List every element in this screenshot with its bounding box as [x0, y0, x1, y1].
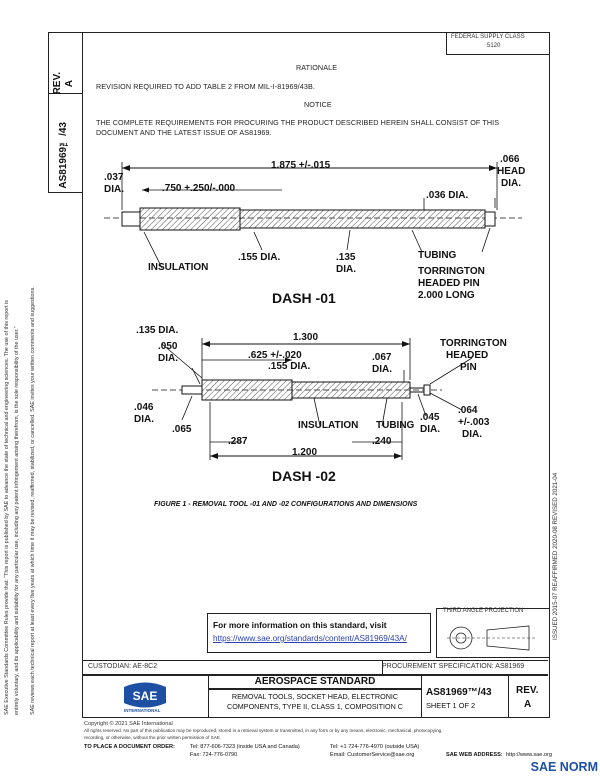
dash01-overall-length: 1.875 +/-.015: [271, 160, 331, 171]
dash01-dim-155: .155 DIA.: [238, 252, 281, 263]
dash02-title: DASH -02: [272, 468, 336, 484]
logo-cell: SAE INTERNATIONAL: [82, 674, 209, 717]
web-url[interactable]: http://www.sae.org: [506, 752, 553, 758]
dash02-dim-287: .287: [228, 436, 248, 447]
sae-logo-sub: INTERNATIONAL: [124, 708, 161, 713]
dash02-dim-067: .067: [372, 352, 392, 363]
projection-box: THIRD ANGLE PROJECTION: [436, 608, 549, 658]
rev-label-bottom: REV.: [516, 685, 539, 696]
dash02-dim-065: .065: [172, 424, 192, 435]
dash01-dim-036: .036 DIA.: [426, 190, 469, 201]
rationale-title: RATIONALE: [296, 63, 338, 72]
dash02-dim-045-dia: DIA.: [420, 424, 440, 435]
procurement-cell: PROCUREMENT SPECIFICATION: AS81969: [382, 660, 548, 676]
figure-caption: FIGURE 1 - REMOVAL TOOL -01 AND -02 CONF…: [154, 501, 418, 508]
dash02-dim-625: .625 +/-.020: [248, 350, 302, 361]
web-label: SAE WEB ADDRESS:: [446, 752, 503, 758]
dash02-dim-050-dia: DIA.: [158, 353, 178, 364]
custodian-text: CUSTODIAN: AE-8C2: [88, 663, 158, 670]
info-box-text: For more information on this standard, v…: [213, 620, 387, 630]
sae-norm-watermark: SAE NORM: [530, 760, 598, 774]
rationale-text: REVISION REQUIRED TO ADD TABLE 2 FROM MI…: [96, 82, 315, 91]
projection-label: THIRD ANGLE PROJECTION: [443, 608, 524, 614]
email[interactable]: Email: CustomerService@sae.org: [330, 752, 415, 758]
dash01-dim-037-dia: DIA.: [104, 184, 124, 195]
dash02-dim-045: .045: [420, 412, 440, 423]
dash01-dim-066-dia: DIA.: [501, 178, 521, 189]
rev-value: A: [64, 80, 75, 88]
sheet-number: SHEET 1 OF 2: [426, 701, 476, 710]
dash01-dim-135: .135: [336, 252, 356, 263]
dash02-dim-064-tol: +/-.003: [458, 417, 490, 428]
dash02-dim-135: .135 DIA.: [136, 325, 179, 336]
copyright: Copyright © 2021 SAE International: [84, 721, 173, 727]
dash01-title: DASH -01: [272, 290, 336, 306]
dash01-dim-750: .750 +.250/-.000: [162, 183, 236, 194]
notice-line-2: DOCUMENT AND THE LATEST ISSUE OF AS81969…: [96, 128, 272, 137]
description-line-2: COMPONENTS, TYPE II, CLASS 1, COMPOSITIO…: [227, 702, 403, 711]
dash02-pin-line2: HEADED: [446, 350, 489, 361]
doc-id-cell: AS81969™/43 SHEET 1 OF 2: [420, 674, 509, 717]
dash02-dim-067-dia: DIA.: [372, 364, 392, 375]
rev-value-bottom: A: [524, 699, 532, 710]
dash02-pin-line1: TORRINGTON: [440, 338, 507, 349]
dash02-dim-1200: 1.200: [292, 447, 318, 458]
dash-02-drawing: [152, 338, 473, 460]
rev-cell: REV. A: [508, 674, 548, 717]
dash01-dim-066-head: HEAD: [497, 166, 526, 177]
sae-logo-text: SAE: [133, 689, 158, 703]
dash02-pin-line3: PIN: [460, 362, 477, 373]
supply-class-box: FEDERAL SUPPLY CLASS 5120: [446, 32, 549, 55]
info-box: For more information on this standard, v…: [207, 613, 431, 653]
dash02-insulation-label: INSULATION: [298, 420, 359, 431]
dash01-dim-037: .037: [104, 172, 124, 183]
dash02-tubing-label: TUBING: [376, 420, 415, 431]
dash-01-drawing: [104, 162, 522, 269]
sae-rules-text-1: SAE Executive Standards Committee Rules …: [4, 300, 10, 715]
dash01-pin-line3: 2.000 LONG: [418, 290, 475, 301]
doc-id: AS81969™/43: [426, 687, 492, 698]
left-margin-column: REV. A AS81969™/43: [48, 32, 83, 716]
procurement-text: PROCUREMENT SPECIFICATION: AS81969: [382, 663, 525, 670]
dash02-dim-046-dia: DIA.: [134, 414, 154, 425]
dash01-dim-135-dia: DIA.: [336, 264, 356, 275]
dash01-pin-line2: HEADED PIN: [418, 278, 480, 289]
phone-us: Tel: 877-606-7323 (inside USA and Canada…: [190, 744, 300, 750]
phone-intl: Tel: +1 724-776-4970 (outside USA): [330, 744, 420, 750]
dash01-pin-line1: TORRINGTON: [418, 266, 485, 277]
fax-number: Fax: 724-776-0790: [190, 752, 238, 758]
standard-title-cell: AEROSPACE STANDARD: [208, 674, 422, 690]
doc-id-vertical: AS81969™/43: [58, 122, 69, 189]
dash01-tubing-label: TUBING: [418, 250, 457, 261]
supply-class-value: 5120: [487, 43, 501, 49]
description-cell: REMOVAL TOOLS, SOCKET HEAD, ELECTRONIC C…: [208, 688, 422, 717]
standard-title: AEROSPACE STANDARD: [254, 676, 376, 687]
dash01-dim-066: .066: [500, 154, 520, 165]
projection-symbol-icon: [447, 625, 535, 651]
dash02-dim-155: .155 DIA.: [268, 361, 311, 372]
sae-logo-icon: SAE: [124, 682, 166, 708]
rights-line-1: All rights reserved. No part of this pub…: [84, 728, 443, 733]
dash02-dim-050: .050: [158, 341, 178, 352]
sae-review-text: SAE reviews each technical report at lea…: [30, 286, 36, 715]
issue-dates: ISSUED 2015-07 REAFFIRMED 2020-08 REVISE…: [552, 472, 559, 640]
supply-class-label: FEDERAL SUPPLY CLASS: [451, 34, 525, 40]
description-line-1: REMOVAL TOOLS, SOCKET HEAD, ELECTRONIC: [231, 692, 399, 701]
dash01-insulation-label: INSULATION: [148, 262, 209, 273]
drawing-frame: [82, 32, 550, 718]
notice-line-1: THE COMPLETE REQUIREMENTS FOR PROCURING …: [96, 118, 500, 127]
custodian-cell: CUSTODIAN: AE-8C2: [82, 660, 383, 676]
notice-title: NOTICE: [304, 100, 332, 109]
rights-line-2: recording, or otherwise, without the pri…: [84, 735, 222, 740]
dash02-dim-064: .064: [458, 405, 478, 416]
sae-rules-text-2: entirely voluntary, and its applicabilit…: [14, 326, 20, 715]
order-label: TO PLACE A DOCUMENT ORDER:: [84, 744, 175, 750]
dash02-dim-1300: 1.300: [293, 332, 319, 343]
dash02-dim-064-dia: DIA.: [462, 429, 482, 440]
dash02-dim-240: .240: [372, 436, 392, 447]
dash02-dim-046: .046: [134, 402, 154, 413]
standard-link[interactable]: https://www.sae.org/standards/content/AS…: [213, 634, 407, 643]
